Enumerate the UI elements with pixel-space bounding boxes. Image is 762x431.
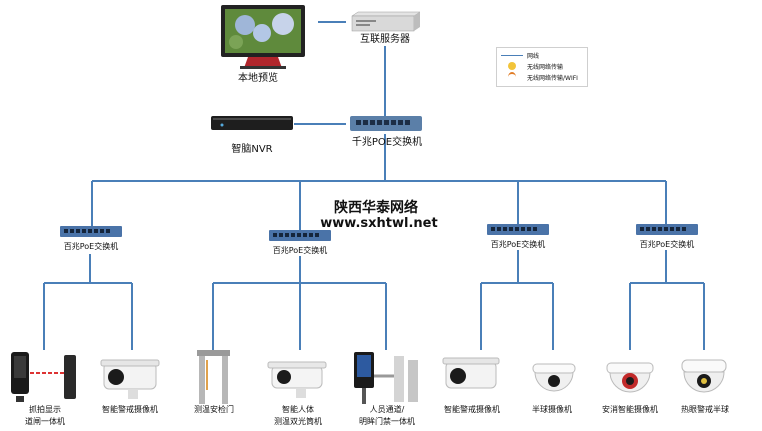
- legend-label: 无线网络传输/WIFI: [527, 74, 578, 82]
- device-label-7: 半球摄像机: [532, 405, 572, 414]
- legend-item-wireless: 无线网络传输: [501, 61, 585, 71]
- poe-switch-4-icon: [636, 224, 698, 235]
- device-label-9: 热眼警戒半球: [681, 405, 729, 414]
- network-links: [43, 21, 705, 350]
- line-icon: [501, 54, 523, 56]
- gigabit-poe-label: 千兆POE交换机: [351, 137, 423, 148]
- thermal-dome-camera-icon: [681, 359, 727, 393]
- gigabit-switch-icon: [350, 116, 422, 131]
- nvr-icon: [211, 116, 293, 130]
- legend-label: 网线: [527, 52, 540, 60]
- poe-switch-2-icon: [269, 230, 331, 241]
- dome-camera-icon: [532, 363, 576, 392]
- poe-switch-4-label: 百兆PoE交换机: [639, 240, 695, 249]
- local-preview-label: 本地预览: [238, 73, 278, 84]
- wireless-icon: [508, 62, 516, 70]
- device-label-3: 测温安检门: [194, 405, 234, 414]
- poe-switch-2-label: 百兆PoE交换机: [272, 246, 328, 255]
- server-icon: [351, 11, 421, 32]
- device-label-5: 人员通道/明眸门禁一体机: [359, 405, 415, 426]
- poe-switch-1-label: 百兆PoE交换机: [63, 242, 119, 251]
- device-label-2: 智能警戒摄像机: [102, 405, 158, 414]
- bullet-camera-icon-1: [100, 359, 160, 399]
- device-label-8: 安消智能摄像机: [602, 405, 658, 414]
- barrier-gate-terminal-icon: [11, 352, 76, 402]
- access-control-icon: [354, 352, 418, 404]
- monitor-icon: [221, 5, 305, 69]
- legend-label: 无线网络传输: [527, 63, 564, 71]
- poe-switch-3-label: 百兆PoE交换机: [490, 240, 546, 249]
- wifi-icon: [508, 72, 516, 82]
- legend: 网线 无线网络传输 无线网络传输/WIFI: [496, 47, 588, 87]
- dual-light-camera-icon: [267, 361, 327, 398]
- legend-item-cable: 网线: [501, 50, 585, 60]
- poe-switch-1-icon: [60, 226, 122, 237]
- smart-nvr-label: 智脑NVR: [231, 144, 273, 155]
- fire-safety-camera-icon: [606, 362, 654, 393]
- company-name: 陕西华泰网络: [334, 200, 418, 216]
- device-label-4: 智能人体测温双光筒机: [274, 405, 322, 426]
- bullet-camera-icon-2: [442, 357, 500, 389]
- legend-item-wifi: 无线网络传输/WIFI: [501, 72, 585, 82]
- security-gate-icon: [197, 350, 230, 404]
- company-url: www.sxhtwl.net: [320, 216, 438, 231]
- device-label-6: 智能警戒摄像机: [444, 405, 500, 414]
- internet-server-label: 互联服务器: [360, 34, 410, 45]
- device-label-1: 抓拍显示道闸一体机: [25, 405, 65, 426]
- poe-switch-3-icon: [487, 224, 549, 235]
